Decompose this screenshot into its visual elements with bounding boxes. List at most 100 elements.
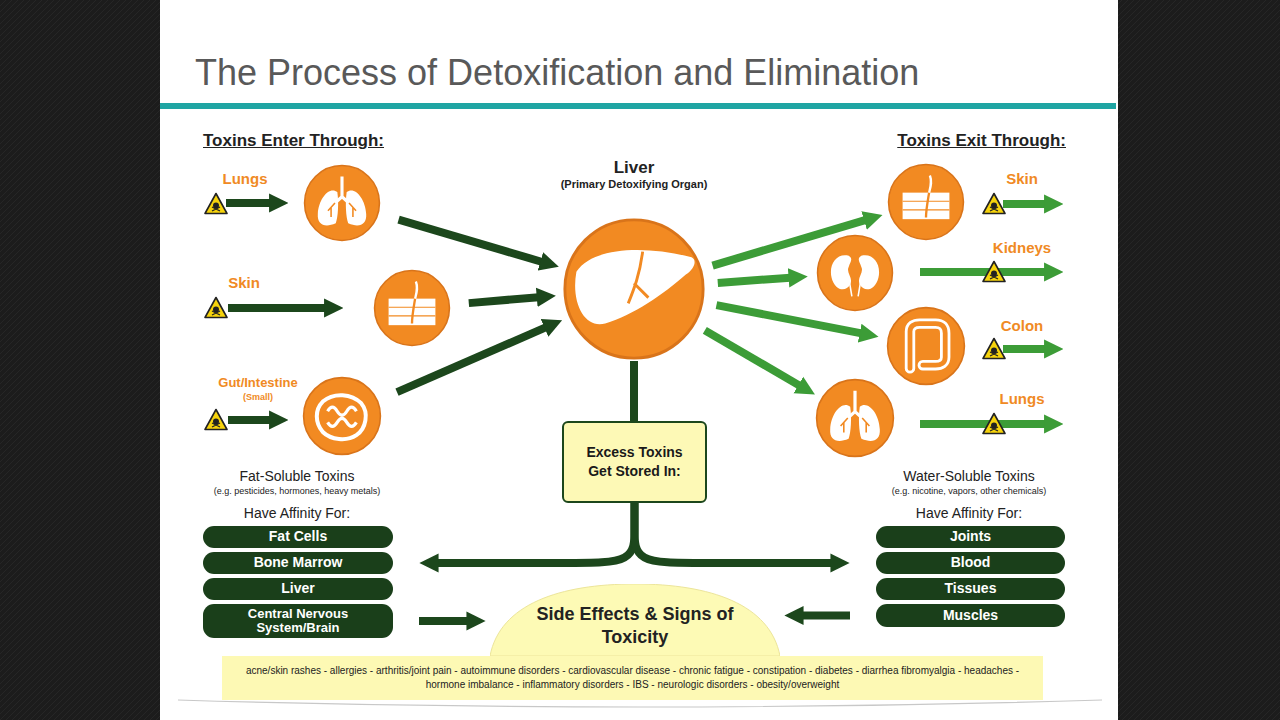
organ-icon (841, 418, 870, 432)
affinity-pill: Joints (876, 526, 1065, 548)
dome-text: Side Effects & Signs of Toxicity (530, 603, 740, 650)
affinity-pill: Fat Cells (203, 526, 393, 548)
exit-arrow (1003, 345, 1046, 353)
organ-name: Kidneys (907, 239, 1137, 258)
organ-circle (302, 376, 382, 456)
organ-name: Lungs (907, 390, 1137, 409)
hazard-symbol (205, 410, 227, 430)
pill-text: Tissues (945, 581, 997, 596)
group-heading: Water-Soluble Toxins (849, 468, 1089, 484)
organ-name: Liver (519, 157, 749, 178)
organ-icon (415, 281, 417, 298)
organ-icon (929, 175, 931, 192)
organ-name: (Small) (143, 392, 373, 403)
affinity-pill: Muscles (876, 604, 1065, 627)
organ-icon (859, 255, 879, 289)
organ-label: Skin (129, 274, 359, 293)
organ-label: Skin (907, 170, 1137, 189)
entry-arrow (228, 304, 326, 312)
organ-disc (375, 271, 450, 346)
affinity-pill: Liver (203, 578, 393, 600)
slide-edge-curve (178, 700, 1102, 707)
organ-circle (887, 163, 965, 241)
affinity-pill: Blood (876, 552, 1065, 574)
organ-disc (817, 380, 894, 457)
organ-circle (373, 269, 451, 347)
hazard-symbol (983, 339, 1005, 359)
organ-icon (910, 324, 945, 369)
pill-text: Central Nervous System/Brain (213, 607, 383, 636)
organ-icon (328, 407, 357, 426)
affinity-pill: Tissues (876, 578, 1065, 600)
organ-disc (304, 378, 381, 455)
organ-icon (830, 405, 851, 441)
organ-name: Gut/Intestine (143, 375, 373, 391)
exit-arrow (920, 268, 1046, 276)
connector-arrow (705, 330, 800, 386)
entry-organ: Lungs (303, 164, 381, 242)
effects-dome: Side Effects & Signs of Toxicity (490, 584, 780, 656)
organ-label: Liver(Primary Detoxifying Organ) (519, 157, 749, 192)
organ-name: Colon (907, 317, 1137, 336)
organ-label: Lungs (907, 390, 1137, 409)
organ-icon (926, 193, 929, 218)
group-heading: Fat-Soluble Toxins (177, 468, 417, 484)
exit-organ: Colon (886, 306, 966, 386)
exit-organ: Kidneys (816, 234, 894, 312)
hazard-symbol (983, 414, 1005, 434)
section-heading: Toxins Enter Through: (203, 131, 463, 151)
pill-text: Fat Cells (269, 529, 327, 544)
affinity-pill: Central Nervous System/Brain (203, 604, 393, 638)
organ-icon (328, 203, 356, 217)
entry-arrow (226, 199, 271, 207)
affinity-pill: Bone Marrow (203, 552, 393, 574)
section-heading: Toxins Exit Through: (866, 131, 1066, 151)
entry-organ: Skin (373, 269, 451, 347)
organ-icon (859, 405, 880, 441)
symptom-band: acne/skin rashes - allergies - arthritis… (222, 656, 1043, 700)
entry-arrow (228, 416, 271, 424)
connector-arrow (419, 617, 468, 625)
connector-arrow (630, 361, 638, 421)
organ-label: Colon (907, 317, 1137, 336)
band-text: acne/skin rashes - allergies - arthritis… (234, 664, 1031, 693)
connector-arrow (716, 305, 861, 333)
organ-icon (318, 190, 338, 225)
connector-arrow (399, 220, 543, 262)
organ-circle (562, 217, 706, 361)
organ-disc (305, 166, 380, 241)
organ-disc (888, 308, 965, 385)
hazard-symbol (983, 194, 1005, 214)
pill-text: Blood (951, 555, 991, 570)
organ-icon (346, 190, 366, 225)
organ-icon (831, 255, 851, 289)
pill-text: Joints (950, 529, 991, 544)
box-text: Excess Toxins Get Stored In: (574, 443, 695, 481)
exit-arrow (920, 420, 1046, 428)
group-note: (e.g. nicotine, vapors, other chemicals) (849, 486, 1089, 496)
organ-name: (Primary Detoxifying Organ) (519, 178, 749, 192)
organ-label: Gut/Intestine(Small) (143, 375, 373, 403)
connector-arrow (437, 503, 635, 563)
organ-label: Kidneys (907, 239, 1137, 258)
organ-name: Lungs (130, 170, 360, 189)
organ-icon (575, 250, 694, 324)
slide (160, 0, 1118, 720)
organ-icon (903, 193, 950, 220)
organ-circle (816, 234, 894, 312)
organ-label: Lungs (130, 170, 360, 189)
title: The Process of Detoxification and Elimin… (195, 52, 919, 94)
organ-circle (303, 164, 381, 242)
organ-disc (818, 236, 893, 311)
connector-arrow (635, 503, 833, 563)
hazard-symbol (205, 298, 227, 318)
organ-circle (815, 378, 895, 458)
organ-icon (317, 395, 366, 439)
organ-disc (565, 220, 703, 358)
group-heading: Have Affinity For: (177, 505, 417, 521)
dome-fill (490, 584, 780, 656)
pill-text: Bone Marrow (254, 555, 343, 570)
pill-text: Muscles (943, 608, 998, 623)
organ-name: Skin (129, 274, 359, 293)
